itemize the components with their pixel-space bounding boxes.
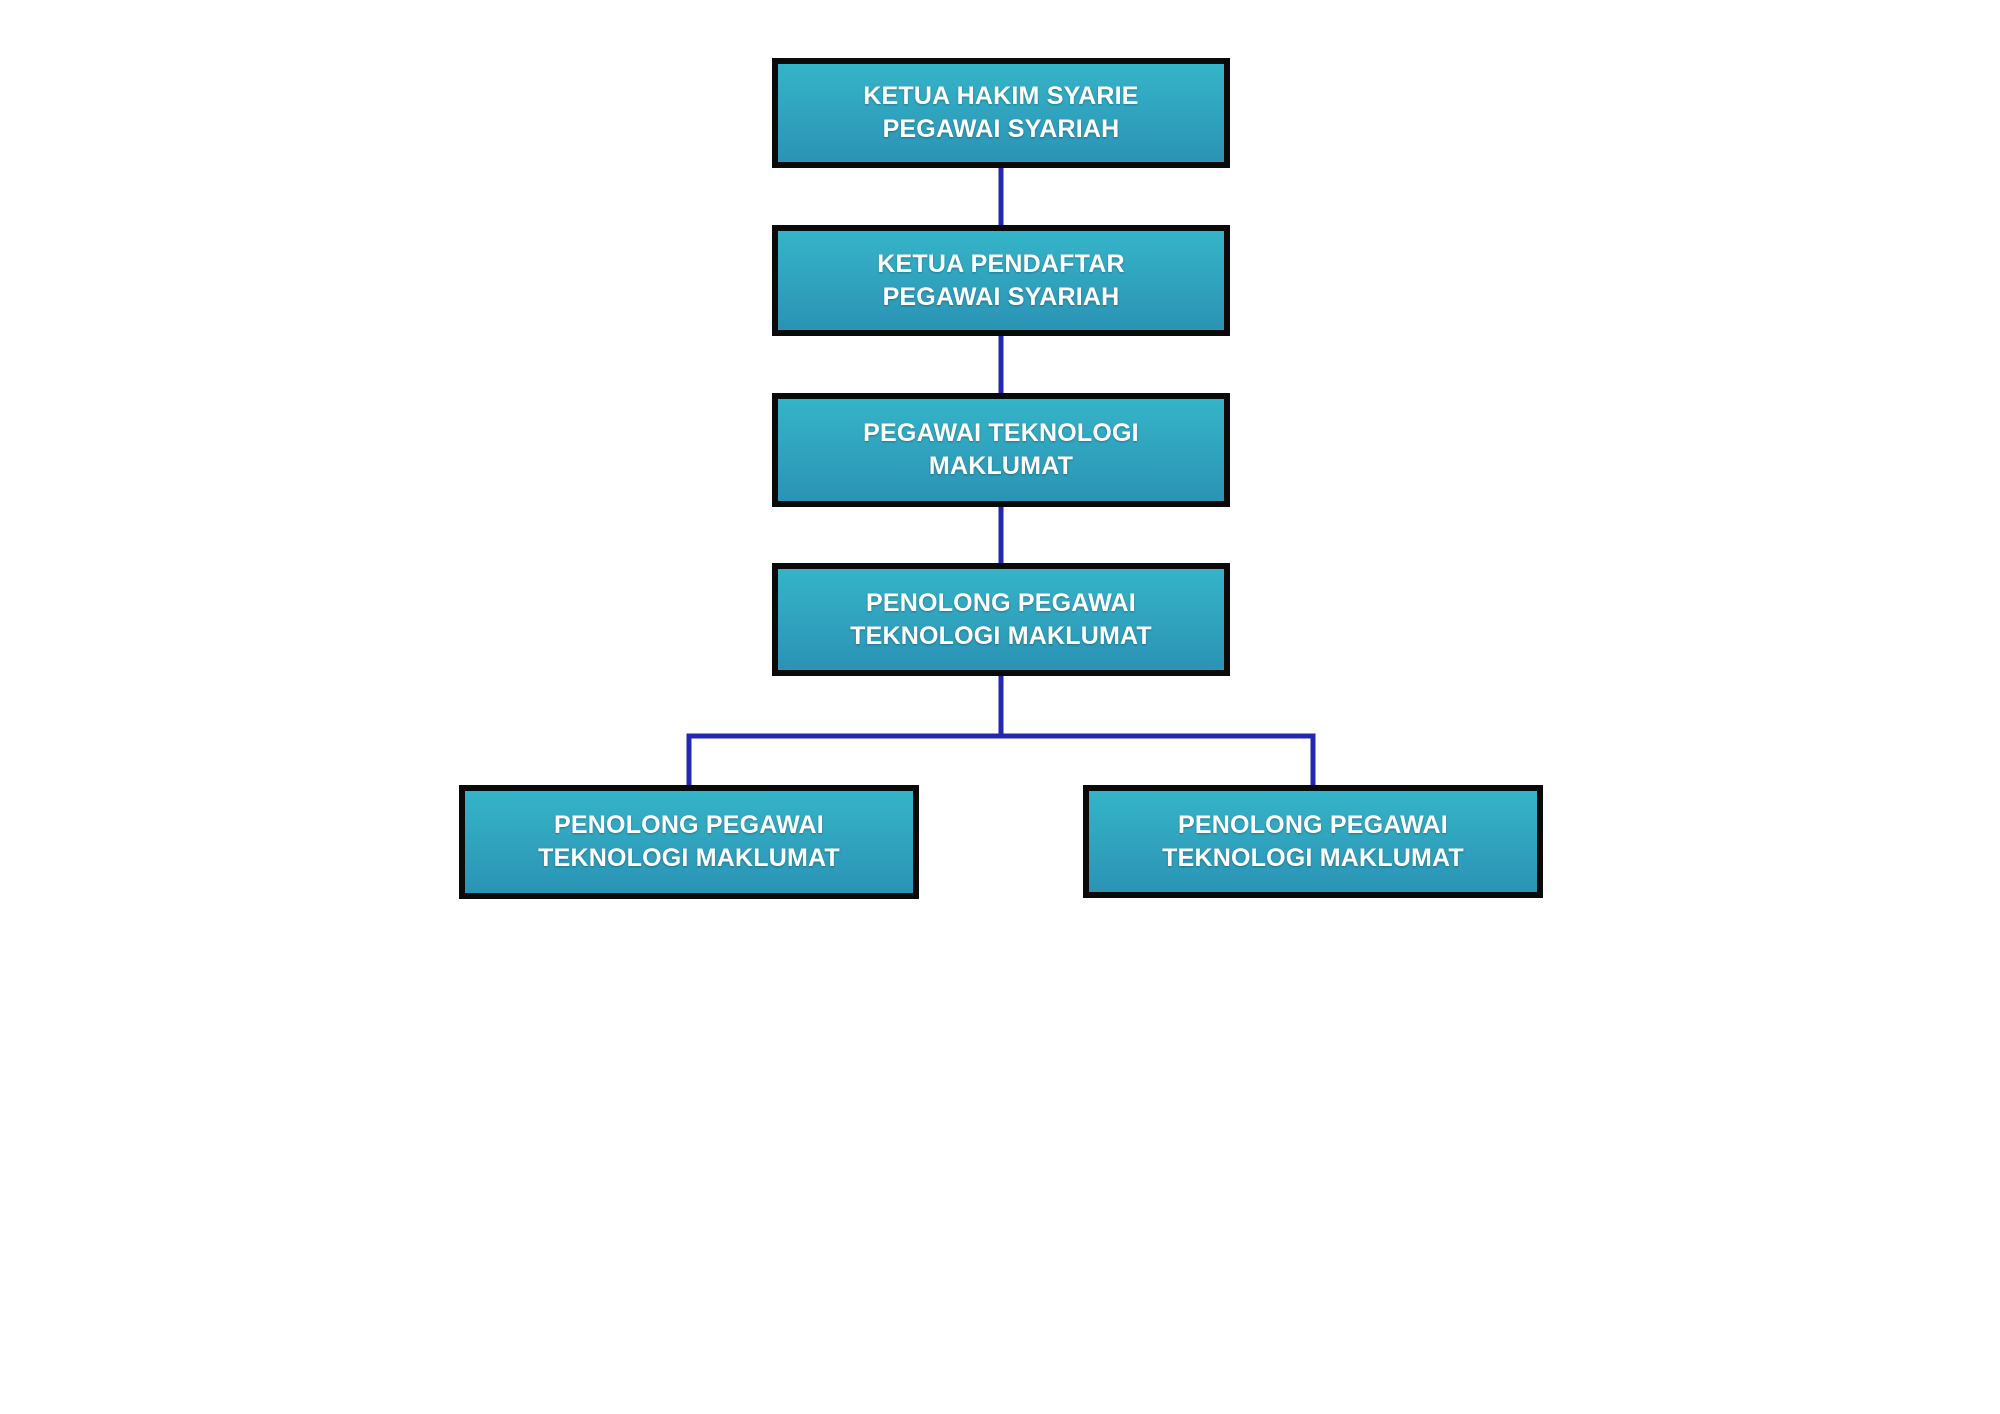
node-label-line1: KETUA HAKIM SYARIE <box>863 82 1139 110</box>
node-label-line2: TEKNOLOGI MAKLUMAT <box>1162 843 1464 872</box>
org-node-penolong-pegawai-ti-right: PENOLONG PEGAWAI TEKNOLOGI MAKLUMAT <box>1083 785 1543 898</box>
node-label-line2: PEGAWAI SYARIAH <box>882 282 1120 311</box>
node-label-line1: PENOLONG PEGAWAI <box>1178 810 1448 839</box>
node-label-line1: PEGAWAI TEKNOLOGI <box>863 419 1139 447</box>
node-label-line1: PENOLONG PEGAWAI <box>866 588 1136 617</box>
org-node-penolong-pegawai-ti: PENOLONG PEGAWAI TEKNOLOGI MAKLUMAT <box>772 563 1230 676</box>
connector-branch-children <box>686 733 1316 788</box>
node-label-line1: KETUA PENDAFTAR <box>877 249 1125 278</box>
node-label-line2: TEKNOLOGI MAKLUMAT <box>538 844 840 872</box>
node-label-line1: PENOLONG PEGAWAI <box>554 811 824 839</box>
org-node-penolong-pegawai-ti-left: PENOLONG PEGAWAI TEKNOLOGI MAKLUMAT <box>459 785 919 899</box>
org-node-ketua-pendaftar: KETUA PENDAFTAR PEGAWAI SYARIAH <box>772 225 1230 336</box>
node-label-line2: PEGAWAI SYARIAH <box>882 115 1120 143</box>
node-label-line2: TEKNOLOGI MAKLUMAT <box>850 621 1152 650</box>
org-node-pegawai-teknologi-maklumat: PEGAWAI TEKNOLOGI MAKLUMAT <box>772 393 1230 507</box>
org-node-ketua-hakim-syarie: KETUA HAKIM SYARIE PEGAWAI SYARIAH <box>772 58 1230 168</box>
node-label-line2: MAKLUMAT <box>928 452 1074 480</box>
